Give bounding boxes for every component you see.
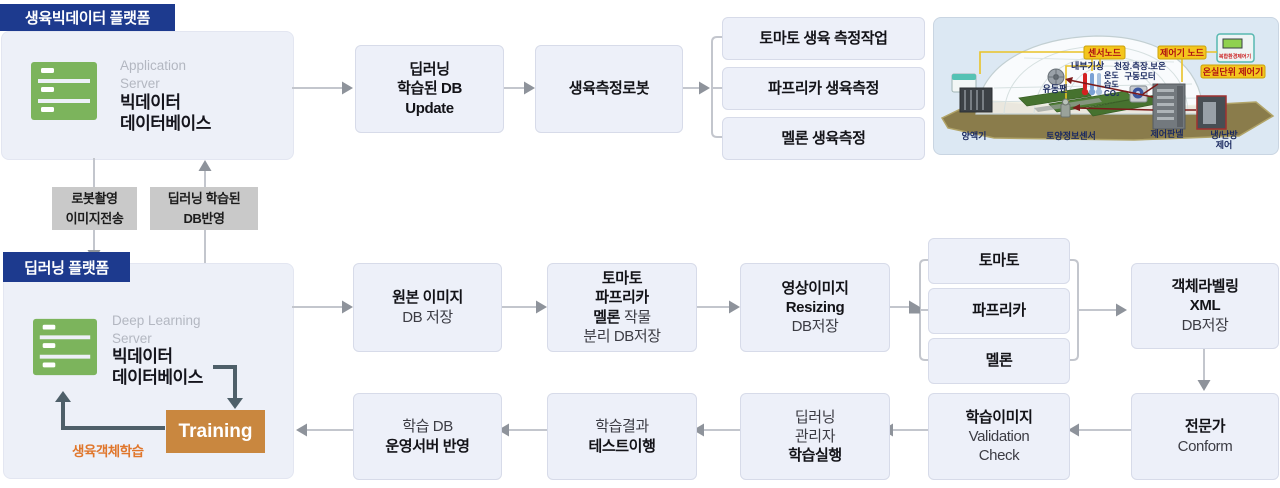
humidity-text: 습도 (1104, 79, 1119, 89)
split-db-text: 분리 DB저장 (583, 327, 661, 345)
nutrient-text: 양액기 (962, 130, 987, 141)
crop-melon-text: 멜론 (985, 352, 1013, 370)
hvac-text-1: 냉/난방 (1210, 129, 1238, 140)
yellow-label-sensor-node: 센서노드 (1083, 45, 1126, 60)
yellow-links (979, 51, 1217, 102)
motor-text-1: 천장.측장.보온 (1114, 61, 1166, 71)
flow-box-test: 학습결과 테스트이행 (547, 393, 697, 480)
co2-text: CO₂ (1104, 89, 1120, 98)
thermometer-icons (1081, 73, 1103, 96)
test-bold-text: 테스트이행 (588, 437, 656, 455)
admin-bold-text: 학습실행 (788, 447, 842, 465)
controller-node-text: 제어기 노드 (1160, 47, 1205, 58)
nutrient-machine (951, 73, 993, 113)
task-box-melon: 멜론 생육측정 (722, 117, 925, 160)
crop-tomato-text: 토마토 (978, 252, 1020, 270)
sensor-node-text: 센서노드 (1088, 47, 1122, 58)
dl-platform-title: 딥러닝 플랫폼 (24, 259, 109, 277)
device-tiny-label: 복합환경제어기 (1219, 53, 1252, 60)
dl-server-label: Deep Learning Server (112, 313, 201, 346)
crop-paprika-text: 파프리카 (972, 302, 1026, 320)
motor-text-2: 구동모터 (1124, 71, 1155, 81)
flow-box-origin-image: 원본 이미지 DB 저장 (353, 263, 502, 352)
split-melon-text: 멜론 (593, 308, 620, 326)
resize-bold-text: 영상이미지 Resizing (781, 279, 849, 316)
greenhouse-illustration: 복합환경제어기 (933, 17, 1279, 155)
crop-box-paprika: 파프리카 (928, 288, 1070, 334)
soil-sensor-icon (1060, 98, 1071, 118)
deploy-normal-text: 학습 DB (402, 418, 453, 436)
bigdata-db-label: 빅데이터 데이터베이스 (120, 93, 211, 134)
soil-sensor-text: 토양정보센서 (1046, 130, 1096, 141)
server-stack-icon (31, 62, 97, 120)
growth-platform-header: 생육빅데이터 플랫폼 (0, 4, 175, 31)
flow-box-expert: 전문가 Conform (1131, 393, 1279, 480)
dl-server-stack-icon (33, 318, 97, 376)
flow-box-crop-split: 토마토 파프리카 멜론 작물 분리 DB저장 (547, 263, 697, 352)
greenhouse-annotations: 내부기상 천장.측장.보온 구동모터 온도 습도 CO₂ 유동팬 양액기 토양정… (962, 60, 1239, 150)
flow-box-db-update: 딥러닝 학습된 DB Update (355, 45, 504, 133)
unit-controller-text: 온실단위 제어기 (1203, 66, 1263, 77)
growth-platform-title: 생육빅데이터 플랫폼 (24, 10, 151, 27)
inner-weather-text: 내부기상 (1071, 60, 1105, 71)
temp-text: 온도 (1104, 71, 1119, 80)
test-normal-text: 학습결과 (595, 418, 649, 436)
yellow-label-unit-controller: 온실단위 제어기 (1200, 64, 1266, 79)
crop-box-tomato: 토마토 (928, 238, 1070, 284)
circulation-fan-icon (1047, 68, 1065, 86)
flow-box-deploy: 학습 DB 운영서버 반영 (353, 393, 502, 480)
control-panel-cabinet (1152, 83, 1186, 130)
task-tomato-text: 토마토 생육 측정작업 (759, 29, 888, 47)
split-crop-text: 작물 (624, 308, 651, 326)
dl-trained-db-label: 딥러닝 학습된 DB반영 (150, 187, 258, 230)
deploy-bold-text: 운영서버 반영 (385, 437, 470, 455)
yellow-label-controller-node: 제어기 노드 (1157, 45, 1207, 60)
app-server-label: Application Server (120, 58, 187, 91)
flow-box-admin-train: 딥러닝 관리자 학습실행 (740, 393, 890, 480)
expert-bold-text: 전문가 (1184, 418, 1226, 436)
admin-normal-text: 딥러닝 관리자 (794, 408, 836, 445)
resize-normal-text: DB저장 (791, 318, 839, 336)
expert-normal-text: Conform (1177, 437, 1233, 455)
hvac-text-2: 제어 (1216, 139, 1233, 150)
red-arrowhead-soil (1072, 104, 1080, 111)
origin-bold-text: 원본 이미지 (392, 289, 463, 307)
validation-normal-text: Validation Check (968, 427, 1030, 465)
growth-object-learning-label: 생육객체학습 (72, 444, 144, 459)
task-melon-text: 멜론 생육측정 (781, 129, 866, 147)
task-paprika-text: 파프리카 생육측정 (768, 79, 879, 97)
dl-platform-header: 딥러닝 플랫폼 (3, 252, 130, 282)
validation-bold-text: 학습이미지 (965, 408, 1033, 426)
unit-controller-device: 복합환경제어기 (1216, 33, 1255, 63)
flow-box-validation: 학습이미지 Validation Check (928, 393, 1070, 480)
labeling-normal-text: DB저장 (1181, 316, 1229, 334)
split-tomato-text: 토마토 (601, 270, 643, 288)
flow-box-resizing: 영상이미지 Resizing DB저장 (740, 263, 890, 352)
red-control-links (1068, 79, 1196, 111)
greenhouse-scene: 복합환경제어기 (940, 33, 1275, 150)
flow-box-robot: 생육측정로봇 (535, 45, 683, 133)
crop-box-melon: 멜론 (928, 338, 1070, 384)
db-update-text: 딥러닝 학습된 DB Update (397, 61, 462, 117)
origin-normal-text: DB 저장 (402, 308, 453, 326)
panel-text: 제어판넬 (1150, 128, 1183, 139)
hvac-photo (1196, 95, 1227, 130)
split-paprika-text: 파프리카 (595, 289, 649, 307)
training-box: Training (166, 410, 265, 453)
robot-image-transfer-label: 로봇촬영 이미지전송 (52, 187, 137, 230)
task-box-tomato: 토마토 생육 측정작업 (722, 17, 925, 60)
task-box-paprika: 파프리카 생육측정 (722, 67, 925, 110)
labeling-bold-text: 객체라벨링 XML (1171, 278, 1239, 315)
flow-box-labeling: 객체라벨링 XML DB저장 (1131, 263, 1279, 349)
fan-text: 유동팬 (1043, 83, 1068, 94)
red-arrowhead-fan (1065, 77, 1073, 84)
dl-bigdata-db-label: 빅데이터 데이터베이스 (112, 347, 203, 388)
robot-text: 생육측정로봇 (568, 80, 650, 98)
